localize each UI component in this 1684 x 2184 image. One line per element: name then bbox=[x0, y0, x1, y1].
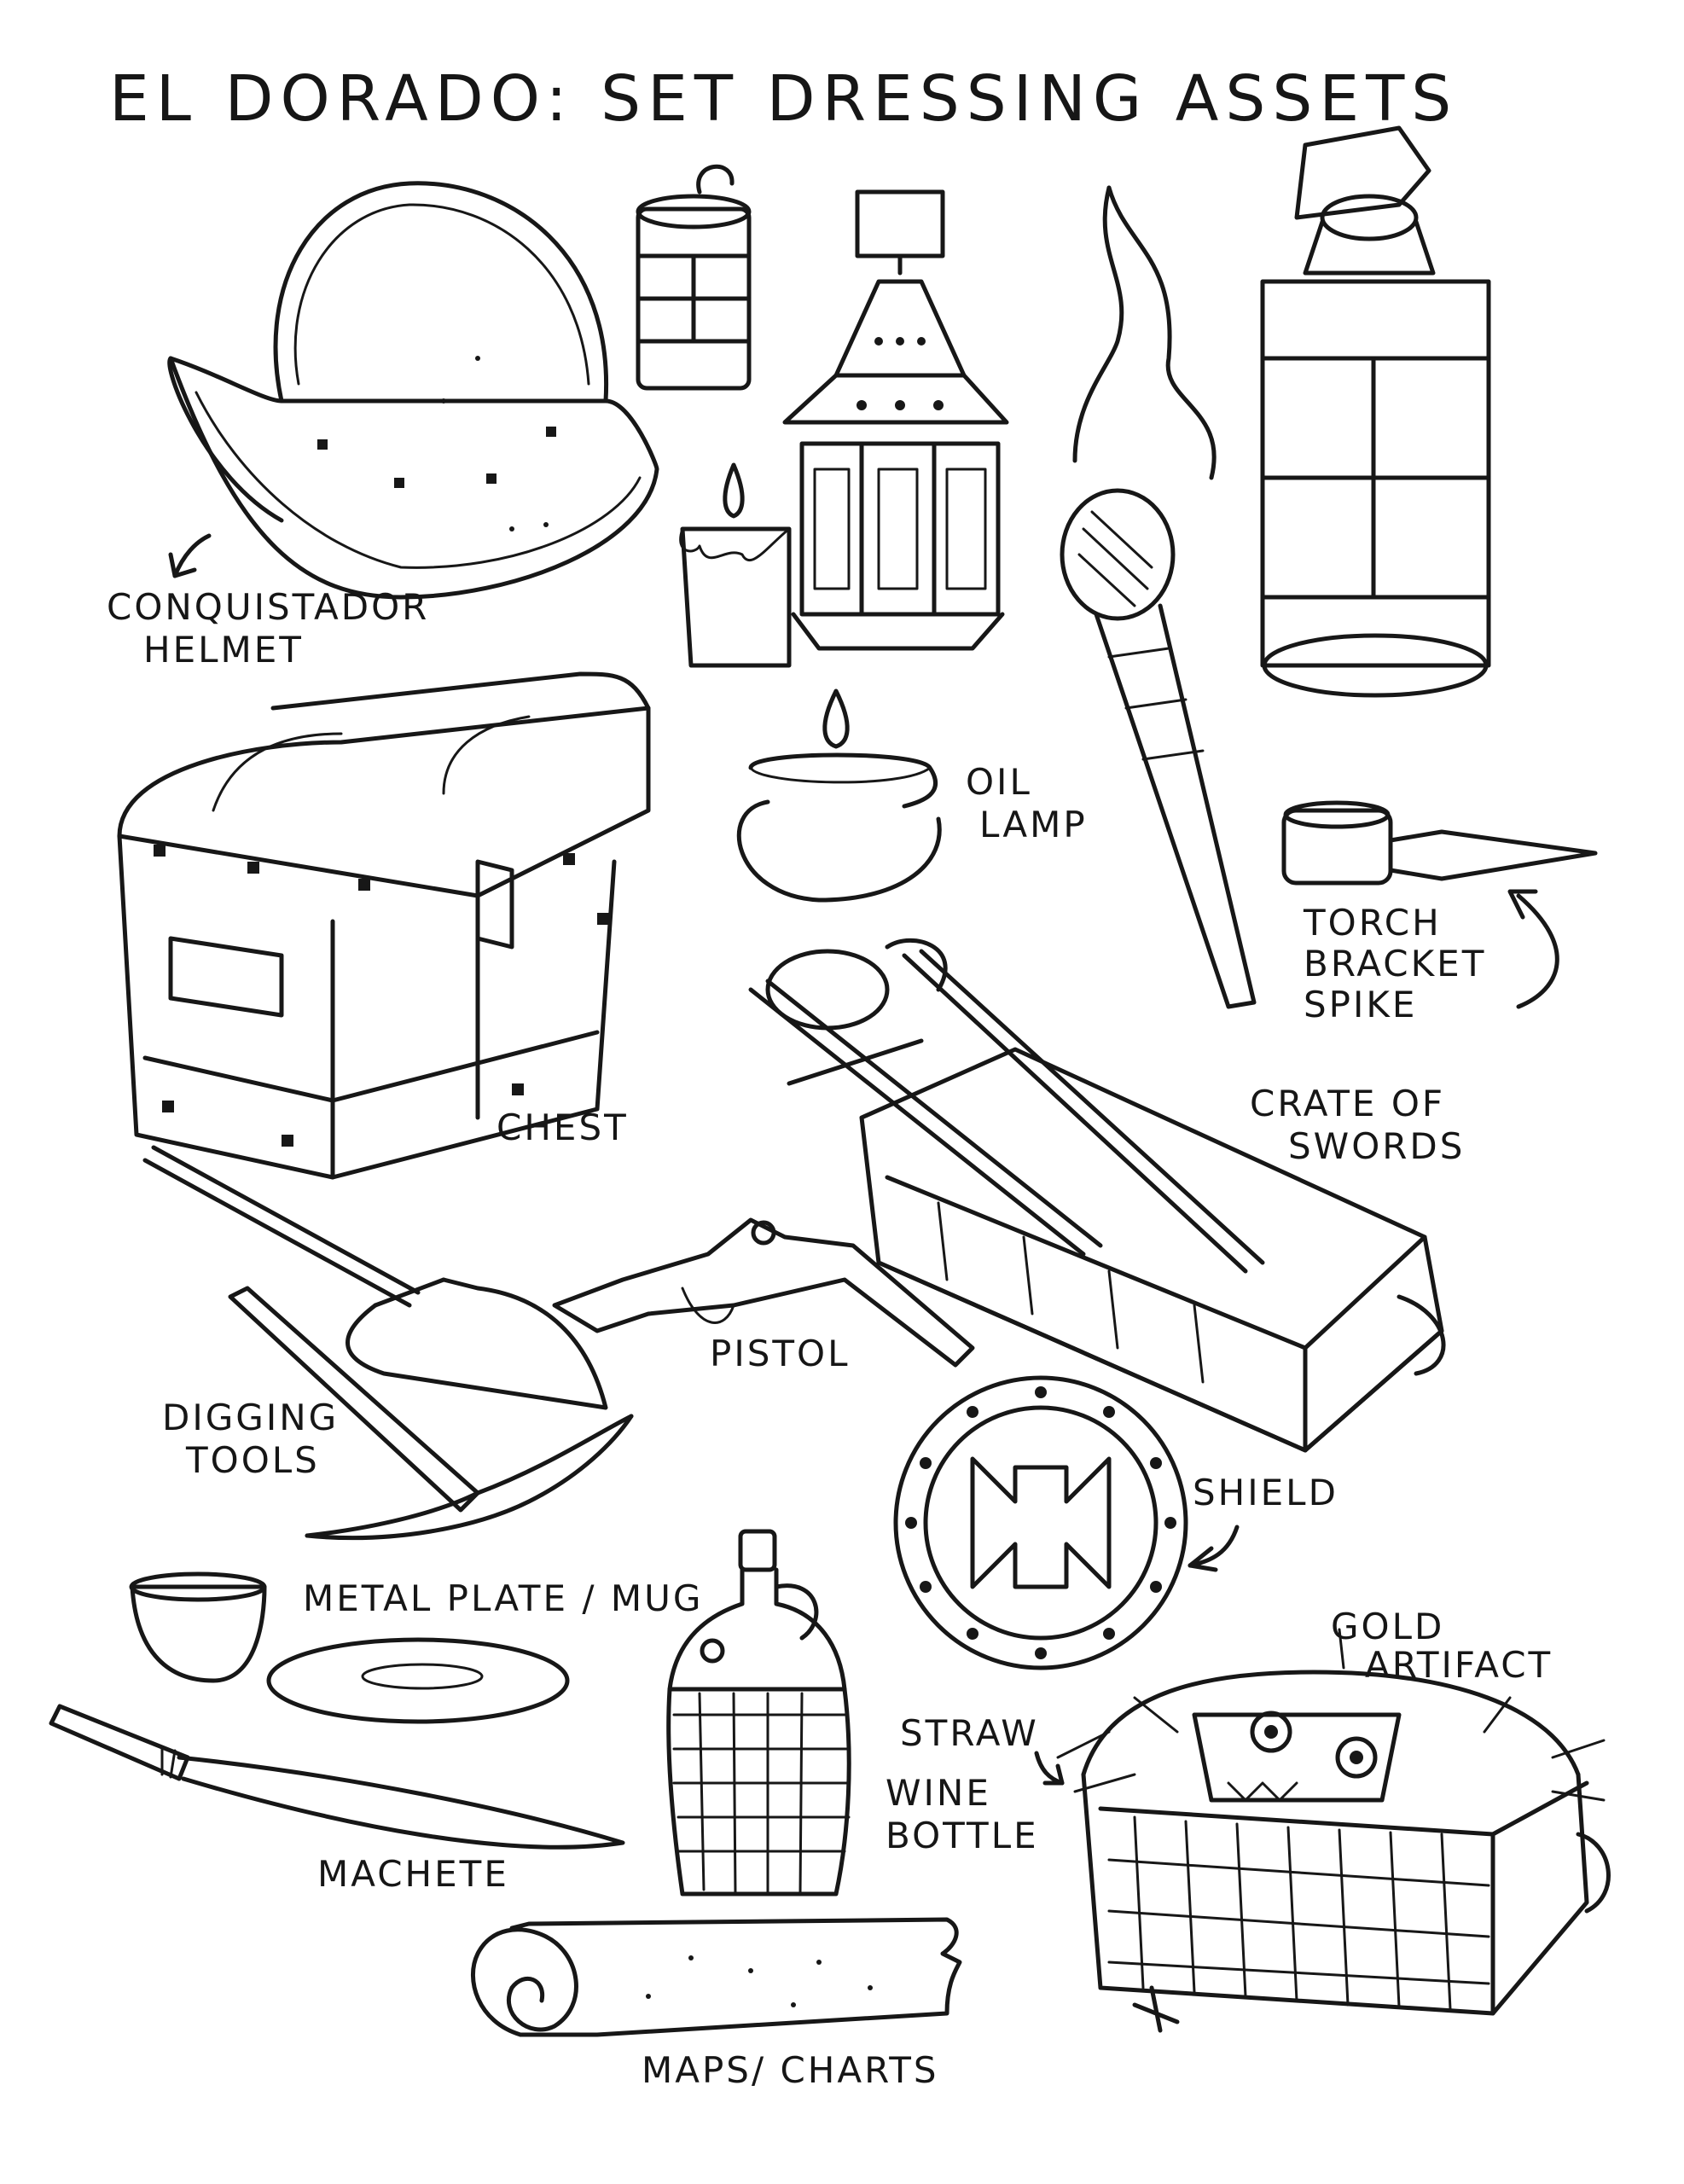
pickaxe-drawing bbox=[228, 1286, 634, 1541]
digging-tools-label-line2: TOOLS bbox=[186, 1439, 320, 1481]
metal-plate-mug-label: METAL PLATE / MUG bbox=[303, 1577, 704, 1619]
wine-bottle-label-line2: BOTTLE bbox=[886, 1815, 1039, 1856]
small-lantern-drawing bbox=[636, 164, 752, 391]
torch-bracket-drawing bbox=[1281, 800, 1598, 1009]
tall-lantern-drawing bbox=[1260, 125, 1491, 698]
torch-bracket-label-line3: SPIKE bbox=[1304, 984, 1418, 1025]
pistol-drawing bbox=[552, 1217, 975, 1368]
shield-label: SHIELD bbox=[1193, 1472, 1338, 1513]
wine-bottle-label-line1: WINE bbox=[886, 1772, 991, 1814]
crate-label-line1: CRATE OF bbox=[1250, 1083, 1446, 1124]
straw-label: STRAW bbox=[900, 1712, 1039, 1754]
rolled-map-drawing bbox=[470, 1917, 962, 2037]
oil-lamp-label-line2: LAMP bbox=[979, 804, 1088, 845]
oil-lamp-drawing bbox=[736, 688, 942, 903]
maps-charts-label: MAPS/ CHARTS bbox=[642, 2049, 939, 2091]
torch-drawing bbox=[1060, 185, 1257, 1009]
conquistador-helmet-drawing bbox=[167, 181, 659, 600]
page-title: EL DORADO: SET DRESSING ASSETS bbox=[109, 62, 1459, 136]
gold-artifact-label-line2: ARTIFACT bbox=[1365, 1644, 1553, 1686]
gold-artifact-label-line1: GOLD bbox=[1331, 1606, 1445, 1647]
pistol-label: PISTOL bbox=[710, 1333, 851, 1374]
crate-label-line2: SWORDS bbox=[1288, 1125, 1466, 1167]
machete-label: MACHETE bbox=[317, 1853, 509, 1895]
machete-drawing bbox=[49, 1704, 625, 1850]
helmet-label-line1: CONQUISTADOR bbox=[107, 586, 430, 628]
oil-lamp-label-line1: OIL bbox=[966, 761, 1032, 803]
gold-artifact-basket-drawing bbox=[1034, 1628, 1611, 2033]
chest-label: CHEST bbox=[496, 1107, 629, 1148]
shield-drawing bbox=[893, 1375, 1240, 1670]
torch-bracket-label-line2: BRACKET bbox=[1304, 943, 1487, 985]
hex-lantern-drawing bbox=[782, 189, 1009, 651]
wine-bottle-drawing bbox=[666, 1529, 851, 1896]
torch-bracket-label-line1: TORCH bbox=[1304, 902, 1442, 944]
chest-drawing bbox=[117, 671, 651, 1180]
candle-drawing bbox=[679, 462, 792, 668]
digging-tools-label-line1: DIGGING bbox=[162, 1397, 340, 1438]
helmet-label-line2: HELMET bbox=[143, 629, 304, 671]
crate-of-swords-drawing bbox=[748, 938, 1446, 1453]
metal-plate-drawing bbox=[266, 1637, 570, 1724]
mug-drawing bbox=[129, 1571, 267, 1683]
shovel-drawing bbox=[142, 1145, 608, 1410]
